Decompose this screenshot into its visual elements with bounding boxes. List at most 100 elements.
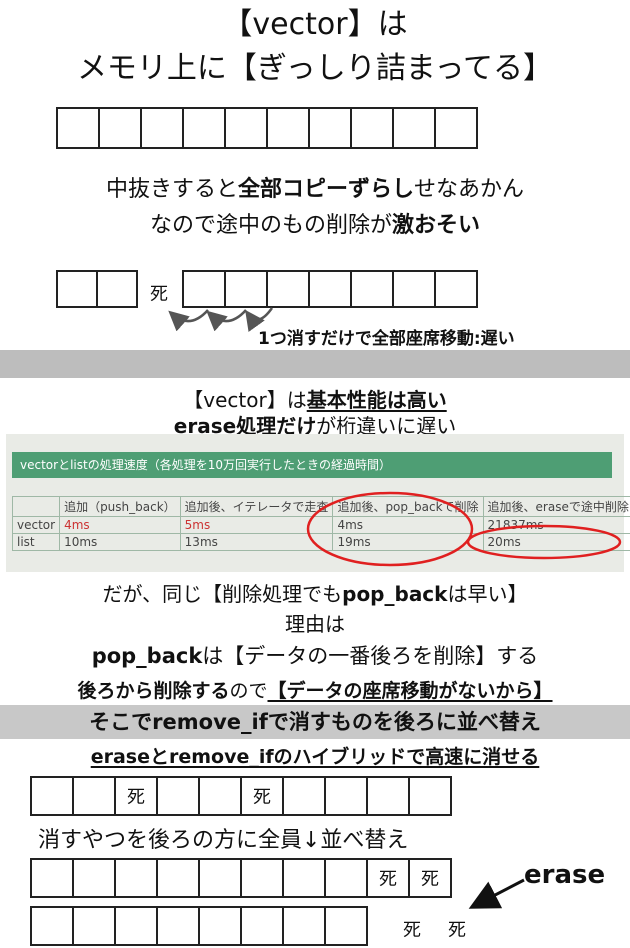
memory-cell: 死 — [366, 858, 410, 898]
memory-cell — [324, 776, 368, 816]
memory-cell — [324, 858, 368, 898]
memory-cell — [72, 776, 116, 816]
memory-cell — [56, 107, 100, 149]
table-row: list 10ms 13ms 19ms 20ms — [11, 533, 630, 551]
removed-label: 死 — [448, 920, 466, 941]
removed-label: 死 — [403, 920, 421, 941]
shift-right-group — [182, 270, 478, 308]
memory-cell — [434, 107, 478, 149]
slide3-line-1-c: は早い】 — [447, 582, 528, 606]
memory-cell — [350, 270, 394, 308]
shift-left-group — [56, 270, 138, 308]
memory-cell — [266, 107, 310, 149]
dead-label: 死 — [150, 284, 168, 305]
erase-arrow-icon — [468, 878, 525, 909]
before-row: 死 死 — [30, 776, 452, 816]
memory-cell — [182, 107, 226, 149]
pop-back-highlight — [306, 491, 474, 567]
memory-cell — [350, 107, 394, 149]
memory-cell — [156, 776, 200, 816]
slide2-line-1: 【vector】は基本性能は高い — [0, 384, 630, 413]
slide2-line-1-b: 基本性能は高い — [306, 388, 447, 412]
memory-cell — [224, 107, 268, 149]
slide-divider — [0, 350, 630, 378]
memory-cell — [56, 270, 98, 308]
table-cell: vector — [11, 516, 61, 534]
memory-cell — [434, 270, 478, 308]
table-cell: 追加後、イテレータで走査 — [179, 496, 334, 517]
memory-cell — [30, 906, 74, 946]
benchmark-table: 追加（push_back） 追加後、イテレータで走査 追加後、pop_backで… — [11, 496, 630, 551]
table-cell: 13ms — [179, 533, 334, 551]
slide3-line-2: 理由は — [285, 612, 345, 636]
memory-cell — [182, 270, 226, 308]
table-cell: 追加後、eraseで途中削除 — [482, 496, 630, 517]
memory-cell — [114, 858, 158, 898]
reordered-row: 死 死 — [30, 858, 452, 898]
memory-cell — [72, 906, 116, 946]
memory-cell — [140, 107, 184, 149]
slide3-line-4-b: ので — [229, 680, 268, 702]
table-cell: list — [11, 533, 61, 551]
highlight-circles — [306, 491, 622, 567]
slide2-line-1-a: 【vector】は — [183, 388, 307, 412]
memory-cell — [198, 906, 242, 946]
slide3-line-1: だが、同じ【削除処理でもpop_backは早い】 — [0, 578, 630, 607]
slide3-line-4-c: 【データの座席移動がないから】 — [267, 680, 553, 702]
desc-line-1: 中抜きすると全部コピーずらしせなあかん — [0, 176, 630, 204]
remove-if-banner: そこでremove_ifで消すものを後ろに並べ替え — [0, 705, 630, 739]
memory-cell — [30, 858, 74, 898]
memory-cell — [392, 270, 436, 308]
slide3-line-4: 後ろから削除するので【データの座席移動がないから】 — [0, 676, 630, 703]
table-cell: 10ms — [59, 533, 181, 551]
memory-cell — [392, 107, 436, 149]
desc-line-1-a: 中抜きすると — [105, 177, 238, 202]
slide3-line-3-b: は【データの一番後ろを削除】する — [202, 644, 539, 668]
photo-heading: vectorとlistの処理速度（各処理を10万回実行したときの経過時間） — [12, 452, 612, 478]
memory-cell — [30, 776, 74, 816]
desc-line-1-c: せなあかん — [414, 177, 525, 202]
memory-cell: 死 — [240, 776, 284, 816]
memory-cell — [198, 776, 242, 816]
memory-cell — [282, 776, 326, 816]
memory-cell — [114, 906, 158, 946]
erased-row — [30, 906, 368, 946]
memory-cell — [240, 858, 284, 898]
table-cell: 4ms — [59, 516, 181, 534]
slide3-line-3-a: pop_back — [91, 644, 203, 668]
memory-cell — [156, 858, 200, 898]
title-line-2: メモリ上に【ぎっしり詰まってる】 — [76, 51, 554, 86]
desc-line-2-a: なので途中のもの削除が — [149, 213, 392, 238]
memory-cell — [366, 776, 410, 816]
benchmark-photo: vectorとlistの処理速度（各処理を10万回実行したときの経過時間） 追加… — [6, 434, 630, 572]
memory-cell — [308, 107, 352, 149]
slide3-line-3: pop_backは【データの一番後ろを削除】する — [0, 640, 630, 670]
table-cell: 追加後、pop_backで削除 — [332, 496, 484, 517]
shift-caption: 1つ消すだけで全部座席移動:遅い — [258, 329, 515, 349]
memory-cell — [156, 906, 200, 946]
memory-cell — [224, 270, 268, 308]
desc-line-2: なので途中のもの削除が激おそい — [0, 212, 630, 240]
memory-cell — [324, 906, 368, 946]
memory-cell — [282, 906, 326, 946]
memory-cell: 死 — [408, 858, 452, 898]
memory-cell: 死 — [114, 776, 158, 816]
memory-cell — [96, 270, 138, 308]
erase-highlight — [466, 524, 622, 560]
vector-memory-row — [56, 107, 478, 149]
slide3-line-1-a: だが、同じ【削除処理でも — [102, 582, 343, 606]
desc-line-2-b: 激おそい — [392, 213, 481, 238]
memory-cell — [282, 858, 326, 898]
memory-cell — [266, 270, 310, 308]
title-line-1: 【vector】は — [222, 7, 408, 42]
table-cell: 20ms — [482, 533, 630, 551]
slide3-line-1-b: pop_back — [342, 582, 448, 606]
memory-cell — [72, 858, 116, 898]
memory-cell — [198, 858, 242, 898]
memory-cell — [408, 776, 452, 816]
hybrid-subtitle: eraseとremove_ifのハイブリッドで高速に消せる — [90, 746, 540, 768]
desc-line-1-b: 全部コピーずらし — [237, 177, 414, 202]
memory-cell — [240, 906, 284, 946]
erase-label: erase — [524, 860, 606, 890]
memory-cell — [98, 107, 142, 149]
